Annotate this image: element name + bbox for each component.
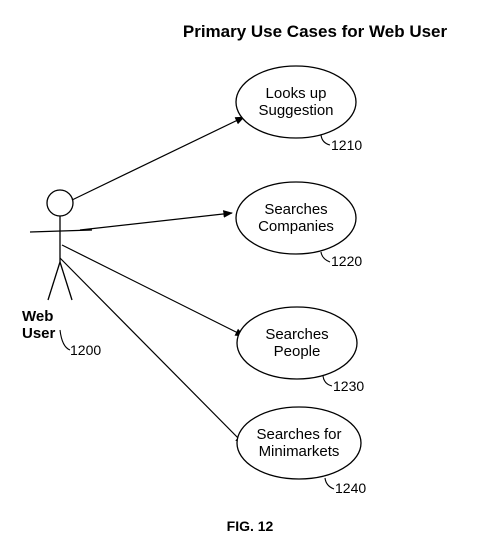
association-arrow-1210 (71, 116, 245, 201)
association-arrow-1220 (79, 210, 233, 231)
use-case-text-1210: Looks up Suggestion (236, 85, 356, 119)
use-case-line2: Suggestion (258, 102, 334, 119)
actor-left-leg (47, 261, 61, 301)
use-case-line2: Companies (258, 218, 334, 235)
use-case-line1: Searches (265, 326, 329, 343)
actor-ref-number: 1200 (70, 342, 102, 358)
ref-leader-1220 (320, 251, 331, 263)
figure-label: FIG. 12 (226, 518, 274, 534)
use-case-line1: Searches for (256, 426, 342, 443)
ref-leader-1240 (324, 477, 335, 490)
use-case-ref-1220: 1220 (331, 253, 363, 269)
association-arrow-1240 (59, 257, 245, 445)
diagram-title: Primary Use Cases for Web User (182, 22, 448, 41)
actor-right-leg (59, 261, 73, 301)
actor-stick-figure (29, 189, 93, 301)
actor-name-line1: Web (22, 308, 54, 325)
ref-leader-1200 (59, 329, 71, 351)
use-case-ellipse-1230 (236, 306, 358, 380)
ref-leader-1230 (322, 375, 333, 387)
actor-head (46, 189, 74, 217)
association-arrow-1230 (61, 244, 245, 337)
use-case-ref-1230: 1230 (333, 378, 365, 394)
use-case-line2: Minimarkets (258, 443, 340, 460)
use-case-ellipse-1220 (235, 181, 357, 255)
use-case-text-1220: Searches Companies (236, 201, 356, 235)
use-case-ref-1210: 1210 (331, 137, 363, 153)
use-case-line1: Looks up (265, 85, 327, 102)
use-case-text-1230: Searches People (237, 326, 357, 360)
use-case-ellipse-1240 (236, 406, 362, 480)
use-case-line2: People (273, 343, 321, 360)
ref-leader-1210 (320, 134, 331, 146)
use-case-ref-1240: 1240 (335, 480, 367, 496)
use-case-ellipse-1210 (235, 65, 357, 139)
use-case-line1: Searches (264, 201, 328, 218)
actor-label: Web User (22, 308, 92, 342)
actor-name-line2: User (22, 325, 56, 342)
use-case-text-1240: Searches for Minimarkets (237, 426, 361, 460)
